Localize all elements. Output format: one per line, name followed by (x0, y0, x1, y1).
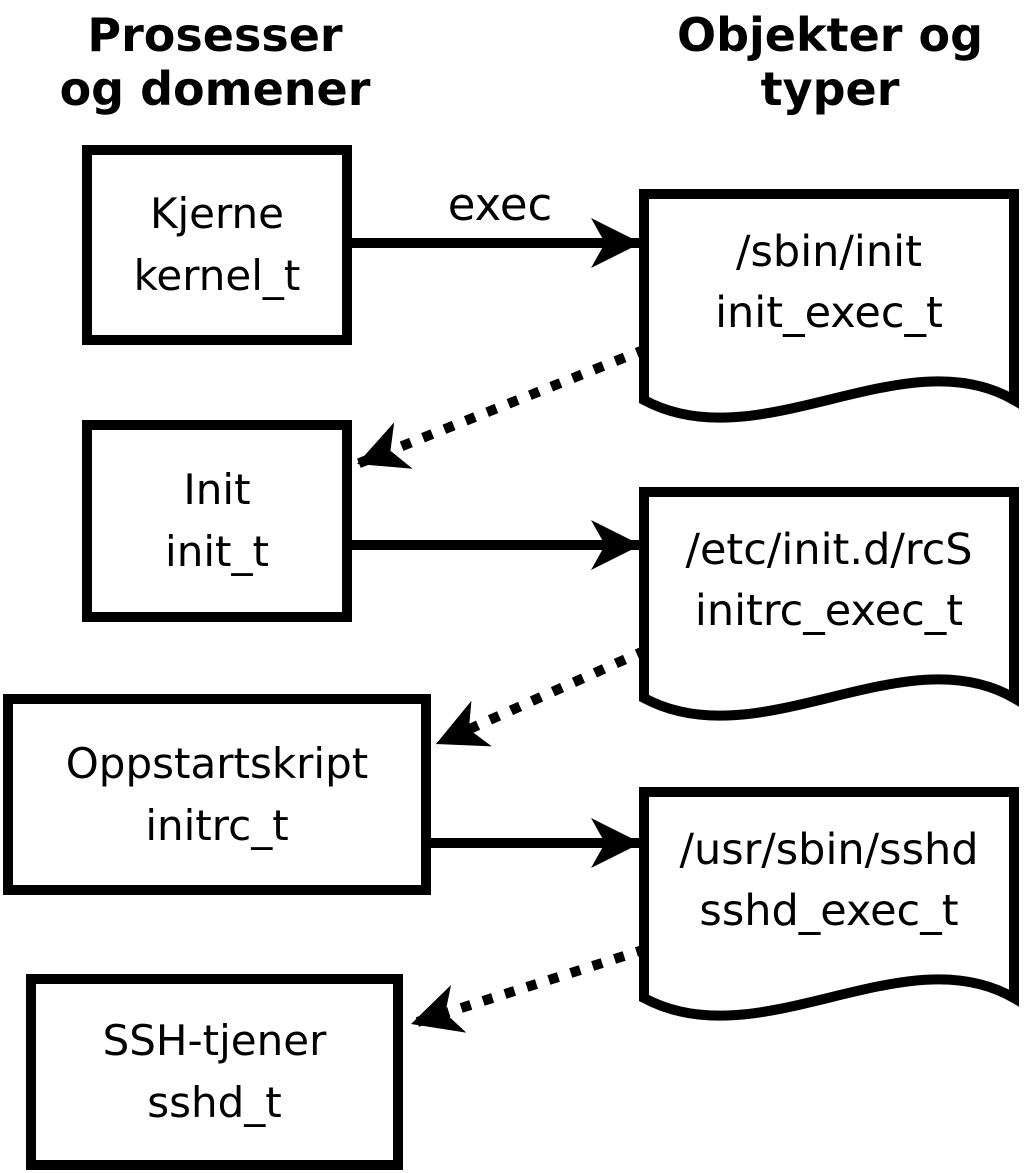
process-name-label: Init (183, 465, 251, 515)
column-header-processes-line1: Prosesser (87, 8, 343, 62)
exec-edge-label: exec (447, 178, 553, 231)
transition-arrow-etc-initd-rcs-to-initrc (433, 645, 649, 749)
process-box-init: Init init_t (82, 420, 352, 622)
process-type-label: initrc_t (145, 800, 289, 850)
document-shape-sbin-init (639, 189, 1019, 423)
object-type-label: sshd_exec_t (699, 886, 959, 937)
process-name-label: Kjerne (149, 189, 285, 239)
process-name-label: Oppstartskript (65, 738, 369, 788)
column-header-objects: Objekter og typer (645, 8, 1015, 117)
object-type-label: init_exec_t (715, 288, 943, 339)
column-header-objects-line1: Objekter og (676, 8, 983, 62)
object-label-sbin-init: /sbin/init init_exec_t (644, 222, 1014, 344)
object-type-label: initrc_exec_t (694, 586, 964, 637)
object-path-label: /etc/init.d/rcS (685, 525, 973, 575)
transition-arrow-sbin-init-to-init (355, 344, 648, 469)
process-type-label: init_t (165, 527, 269, 576)
column-header-objects-line2: typer (760, 62, 900, 117)
process-box-kernel: Kjerne kernel_t (82, 145, 352, 345)
object-label-etc-initd-rcs: /etc/init.d/rcS initrc_exec_t (644, 520, 1014, 642)
process-type-label: kernel_t (133, 251, 301, 300)
document-shape-usr-sbin-sshd (639, 787, 1019, 1021)
object-path-label: /usr/sbin/sshd (679, 825, 979, 875)
process-name-label: SSH-tjener (102, 1016, 327, 1066)
transition-arrow-usr-sbin-sshd-to-sshd (409, 944, 648, 1033)
process-type-label: sshd_t (147, 1078, 282, 1127)
column-header-processes-line2: og domener (59, 62, 371, 117)
process-box-initrc: Oppstartskript initrc_t (3, 694, 431, 895)
process-box-sshd: SSH-tjener sshd_t (26, 974, 403, 1170)
document-shape-etc-initd-rcs (639, 487, 1019, 721)
object-path-label: /sbin/init (736, 227, 922, 277)
object-label-usr-sbin-sshd: /usr/sbin/sshd sshd_exec_t (644, 820, 1014, 942)
column-header-processes: Prosesser og domener (30, 8, 400, 117)
